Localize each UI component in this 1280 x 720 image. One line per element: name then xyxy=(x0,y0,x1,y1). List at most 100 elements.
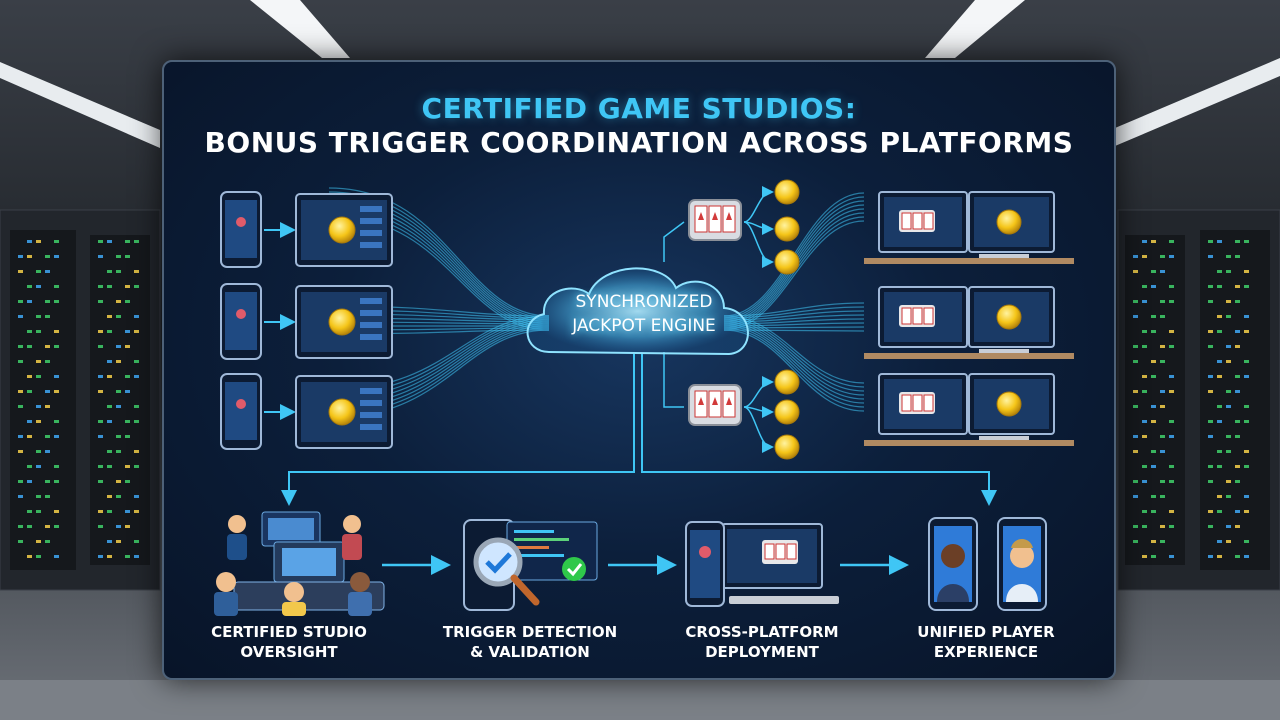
rack-led xyxy=(18,480,23,483)
rack-led xyxy=(98,555,103,558)
rack-led xyxy=(107,375,112,378)
desktop-station-icon xyxy=(864,191,1074,264)
tablet-row xyxy=(360,298,382,304)
rack-led xyxy=(107,495,112,498)
rack-led xyxy=(1160,540,1165,543)
tablet-row xyxy=(360,242,382,248)
rack-led xyxy=(1142,330,1147,333)
studio-team-icon xyxy=(214,511,385,616)
coin-icon xyxy=(774,369,800,395)
rack-led xyxy=(1244,240,1249,243)
rack-led xyxy=(1169,390,1174,393)
rack-led xyxy=(1235,435,1240,438)
rack-led xyxy=(1208,375,1213,378)
rack-led xyxy=(36,465,41,468)
rack-led xyxy=(1226,435,1231,438)
rack-led xyxy=(18,345,23,348)
bottom-connectors xyxy=(281,354,997,506)
rack-led xyxy=(54,435,59,438)
phone-target xyxy=(236,399,246,409)
rack-led xyxy=(116,315,121,318)
rack-led xyxy=(1151,555,1156,558)
rack-led xyxy=(1133,390,1138,393)
rack-led xyxy=(1244,510,1249,513)
rack-led xyxy=(54,255,59,258)
rack-led xyxy=(1235,285,1240,288)
rack-led xyxy=(107,450,112,453)
rack-led xyxy=(134,315,139,318)
rack-led xyxy=(27,480,32,483)
rack-led xyxy=(36,555,41,558)
rack-led xyxy=(125,480,130,483)
flow-diagram xyxy=(214,179,1074,616)
rack-led xyxy=(36,240,41,243)
rack-led xyxy=(134,240,139,243)
rack-led xyxy=(1226,480,1231,483)
rack-led xyxy=(1244,285,1249,288)
stage-label-line-2: OVERSIGHT xyxy=(240,643,338,661)
rack-led xyxy=(1208,390,1213,393)
rack-led xyxy=(1151,405,1156,408)
rack-led xyxy=(1226,255,1231,258)
rack-led xyxy=(1226,540,1231,543)
rack-led xyxy=(1226,360,1231,363)
rack-led xyxy=(98,375,103,378)
rack-led xyxy=(1151,375,1156,378)
rack-led xyxy=(1133,525,1138,528)
phone-tablet-pair xyxy=(220,373,393,450)
rack-led xyxy=(98,300,103,303)
coin-icon xyxy=(774,216,800,242)
rack-led xyxy=(18,435,23,438)
rack-led xyxy=(1226,495,1231,498)
rack-led xyxy=(1226,345,1231,348)
phone-screen xyxy=(225,292,257,350)
rack-led xyxy=(1151,465,1156,468)
rack-led xyxy=(134,465,139,468)
rack-led xyxy=(54,420,59,423)
stage-label-line-2: DEPLOYMENT xyxy=(705,643,819,661)
rack-led xyxy=(1151,450,1156,453)
stage-label-line-1: TRIGGER DETECTION xyxy=(442,623,618,641)
rack-led xyxy=(1217,285,1222,288)
rack-led xyxy=(1142,345,1147,348)
rack-led xyxy=(1133,300,1138,303)
rack-led xyxy=(125,345,130,348)
rack-led xyxy=(1217,405,1222,408)
rack-led xyxy=(98,240,103,243)
rack-led xyxy=(18,405,23,408)
rack-led xyxy=(1169,510,1174,513)
rack-led xyxy=(1169,435,1174,438)
rack-led xyxy=(1217,510,1222,513)
rack-led xyxy=(27,390,32,393)
rack-led xyxy=(134,420,139,423)
phone-screen xyxy=(225,200,257,258)
rack-led xyxy=(134,405,139,408)
rack-led xyxy=(134,495,139,498)
rack-led xyxy=(1160,480,1165,483)
rack-led xyxy=(1151,510,1156,513)
rack-led xyxy=(1208,435,1213,438)
rack-led xyxy=(1226,270,1231,273)
rack-led xyxy=(1235,330,1240,333)
rack-led xyxy=(27,435,32,438)
rack-led xyxy=(1151,360,1156,363)
rack-led xyxy=(27,510,32,513)
rack-led xyxy=(1160,345,1165,348)
rack-led xyxy=(1226,390,1231,393)
rack-led xyxy=(1235,465,1240,468)
rack-led xyxy=(107,330,112,333)
rack-led xyxy=(1244,405,1249,408)
rack-led xyxy=(18,360,23,363)
stage-label-line-1: CROSS-PLATFORM xyxy=(685,623,839,641)
coin-icon xyxy=(774,179,800,205)
rack-led xyxy=(1235,555,1240,558)
rack-led xyxy=(1142,375,1147,378)
stage-studio-oversight: CERTIFIED STUDIO OVERSIGHT xyxy=(189,622,389,662)
rack-led xyxy=(98,345,103,348)
rack-led xyxy=(1208,525,1213,528)
rack-led xyxy=(18,525,23,528)
rack-led xyxy=(1142,285,1147,288)
rack-led xyxy=(36,540,41,543)
rack-led xyxy=(1133,345,1138,348)
rack-led xyxy=(134,375,139,378)
